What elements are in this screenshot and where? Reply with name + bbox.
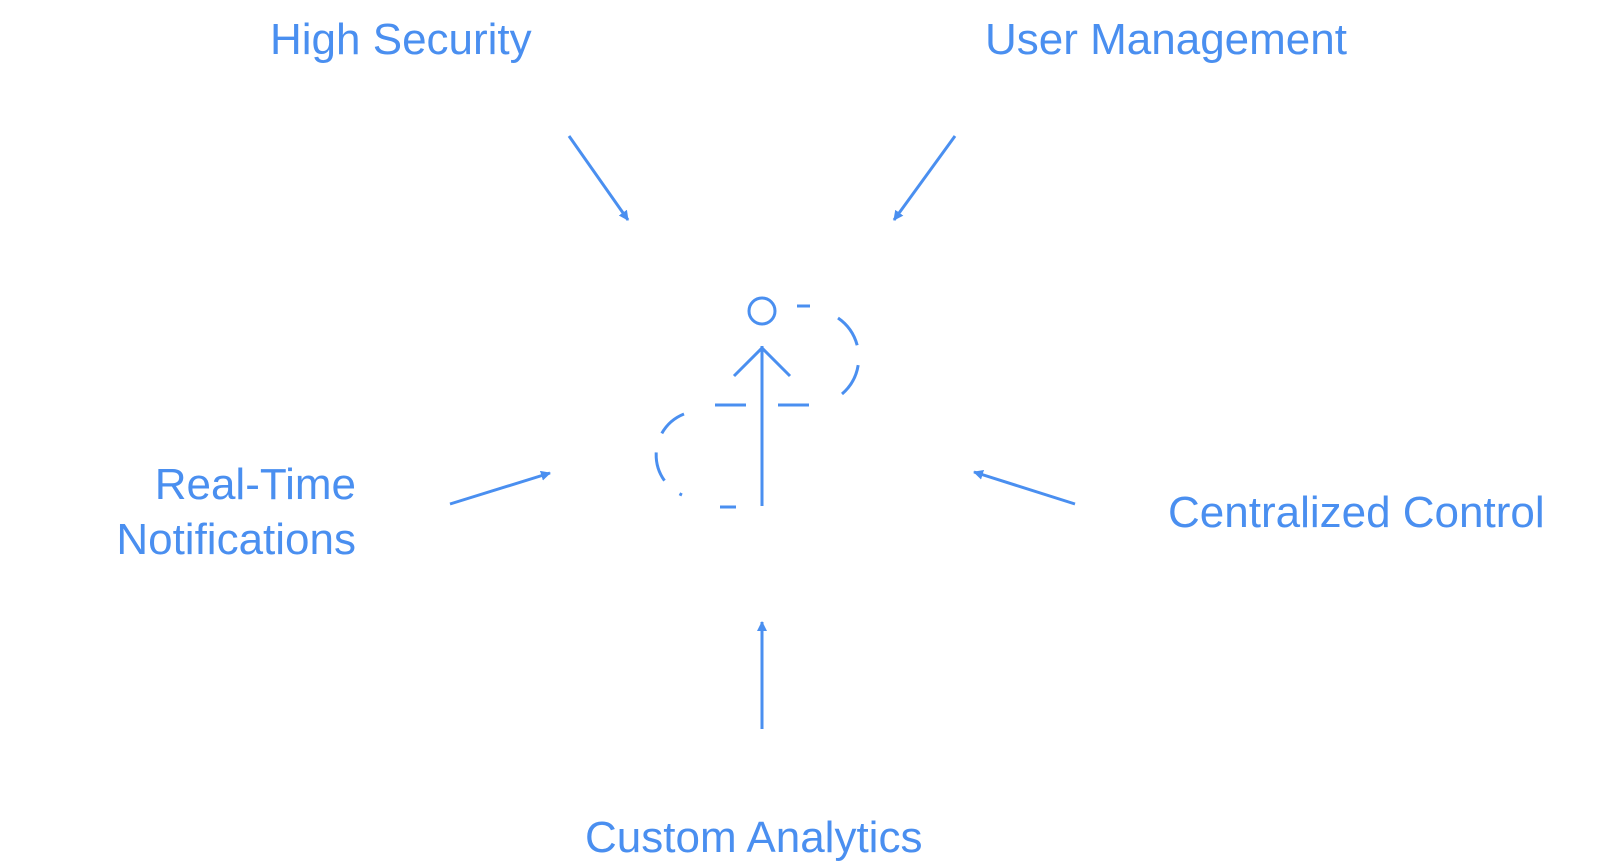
arrow-icon: [567, 135, 630, 221]
arrow-icon: [973, 469, 1076, 506]
arrow-icon: [892, 135, 957, 221]
arrows: [449, 135, 1076, 729]
label-real-time-line2: Notifications: [116, 515, 356, 564]
label-real-time-line1: Real-Time: [154, 460, 356, 509]
label-user-management: User Management: [985, 15, 1347, 64]
arrow-icon: [449, 470, 551, 506]
upload-cloud-icon: [654, 296, 861, 509]
label-centralized-control: Centralized Control: [1168, 488, 1545, 537]
label-high-security: High Security: [270, 15, 532, 64]
label-real-time-notifications: Real-Time Notifications: [116, 457, 356, 567]
label-custom-analytics: Custom Analytics: [585, 813, 923, 862]
